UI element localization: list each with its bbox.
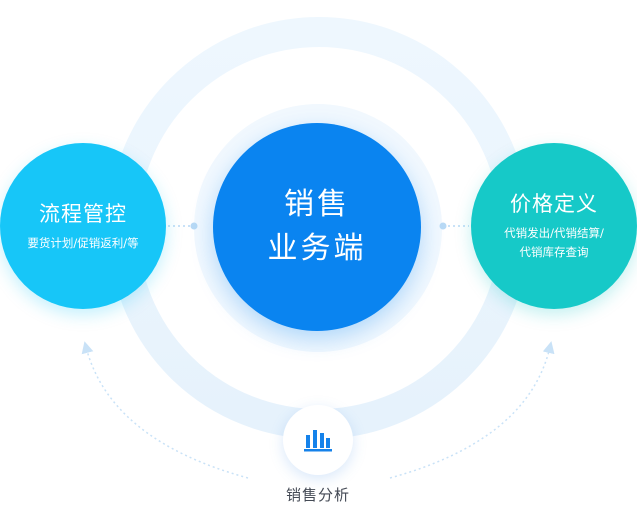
process-control-node: 流程管控 要货计划/促销返利/等 — [0, 143, 166, 309]
right-node-desc-line2: 代销库存查询 — [519, 245, 589, 259]
bar-chart-icon — [304, 430, 332, 452]
center-title-line1: 销售 — [284, 187, 350, 222]
right-node-desc-line1: 代销发出/代销结算/ — [504, 226, 604, 240]
price-definition-node: 价格定义 代销发出/代销结算/ 代销库存查询 — [471, 143, 637, 309]
right-connector-dot — [439, 222, 447, 230]
right-node-title: 价格定义 — [510, 192, 598, 216]
left-dotted-arc — [81, 341, 249, 479]
sales-business-node: 销售 业务端 — [213, 123, 421, 331]
left-node-title: 流程管控 — [39, 201, 127, 226]
left-connector-dot — [190, 222, 198, 230]
sales-analysis-node — [283, 405, 353, 475]
right-dotted-arc — [389, 341, 555, 479]
left-node-desc: 要货计划/促销返利/等 — [27, 235, 139, 250]
center-title-line2: 业务端 — [267, 231, 367, 266]
sales-analysis-label: 销售分析 — [285, 486, 350, 504]
